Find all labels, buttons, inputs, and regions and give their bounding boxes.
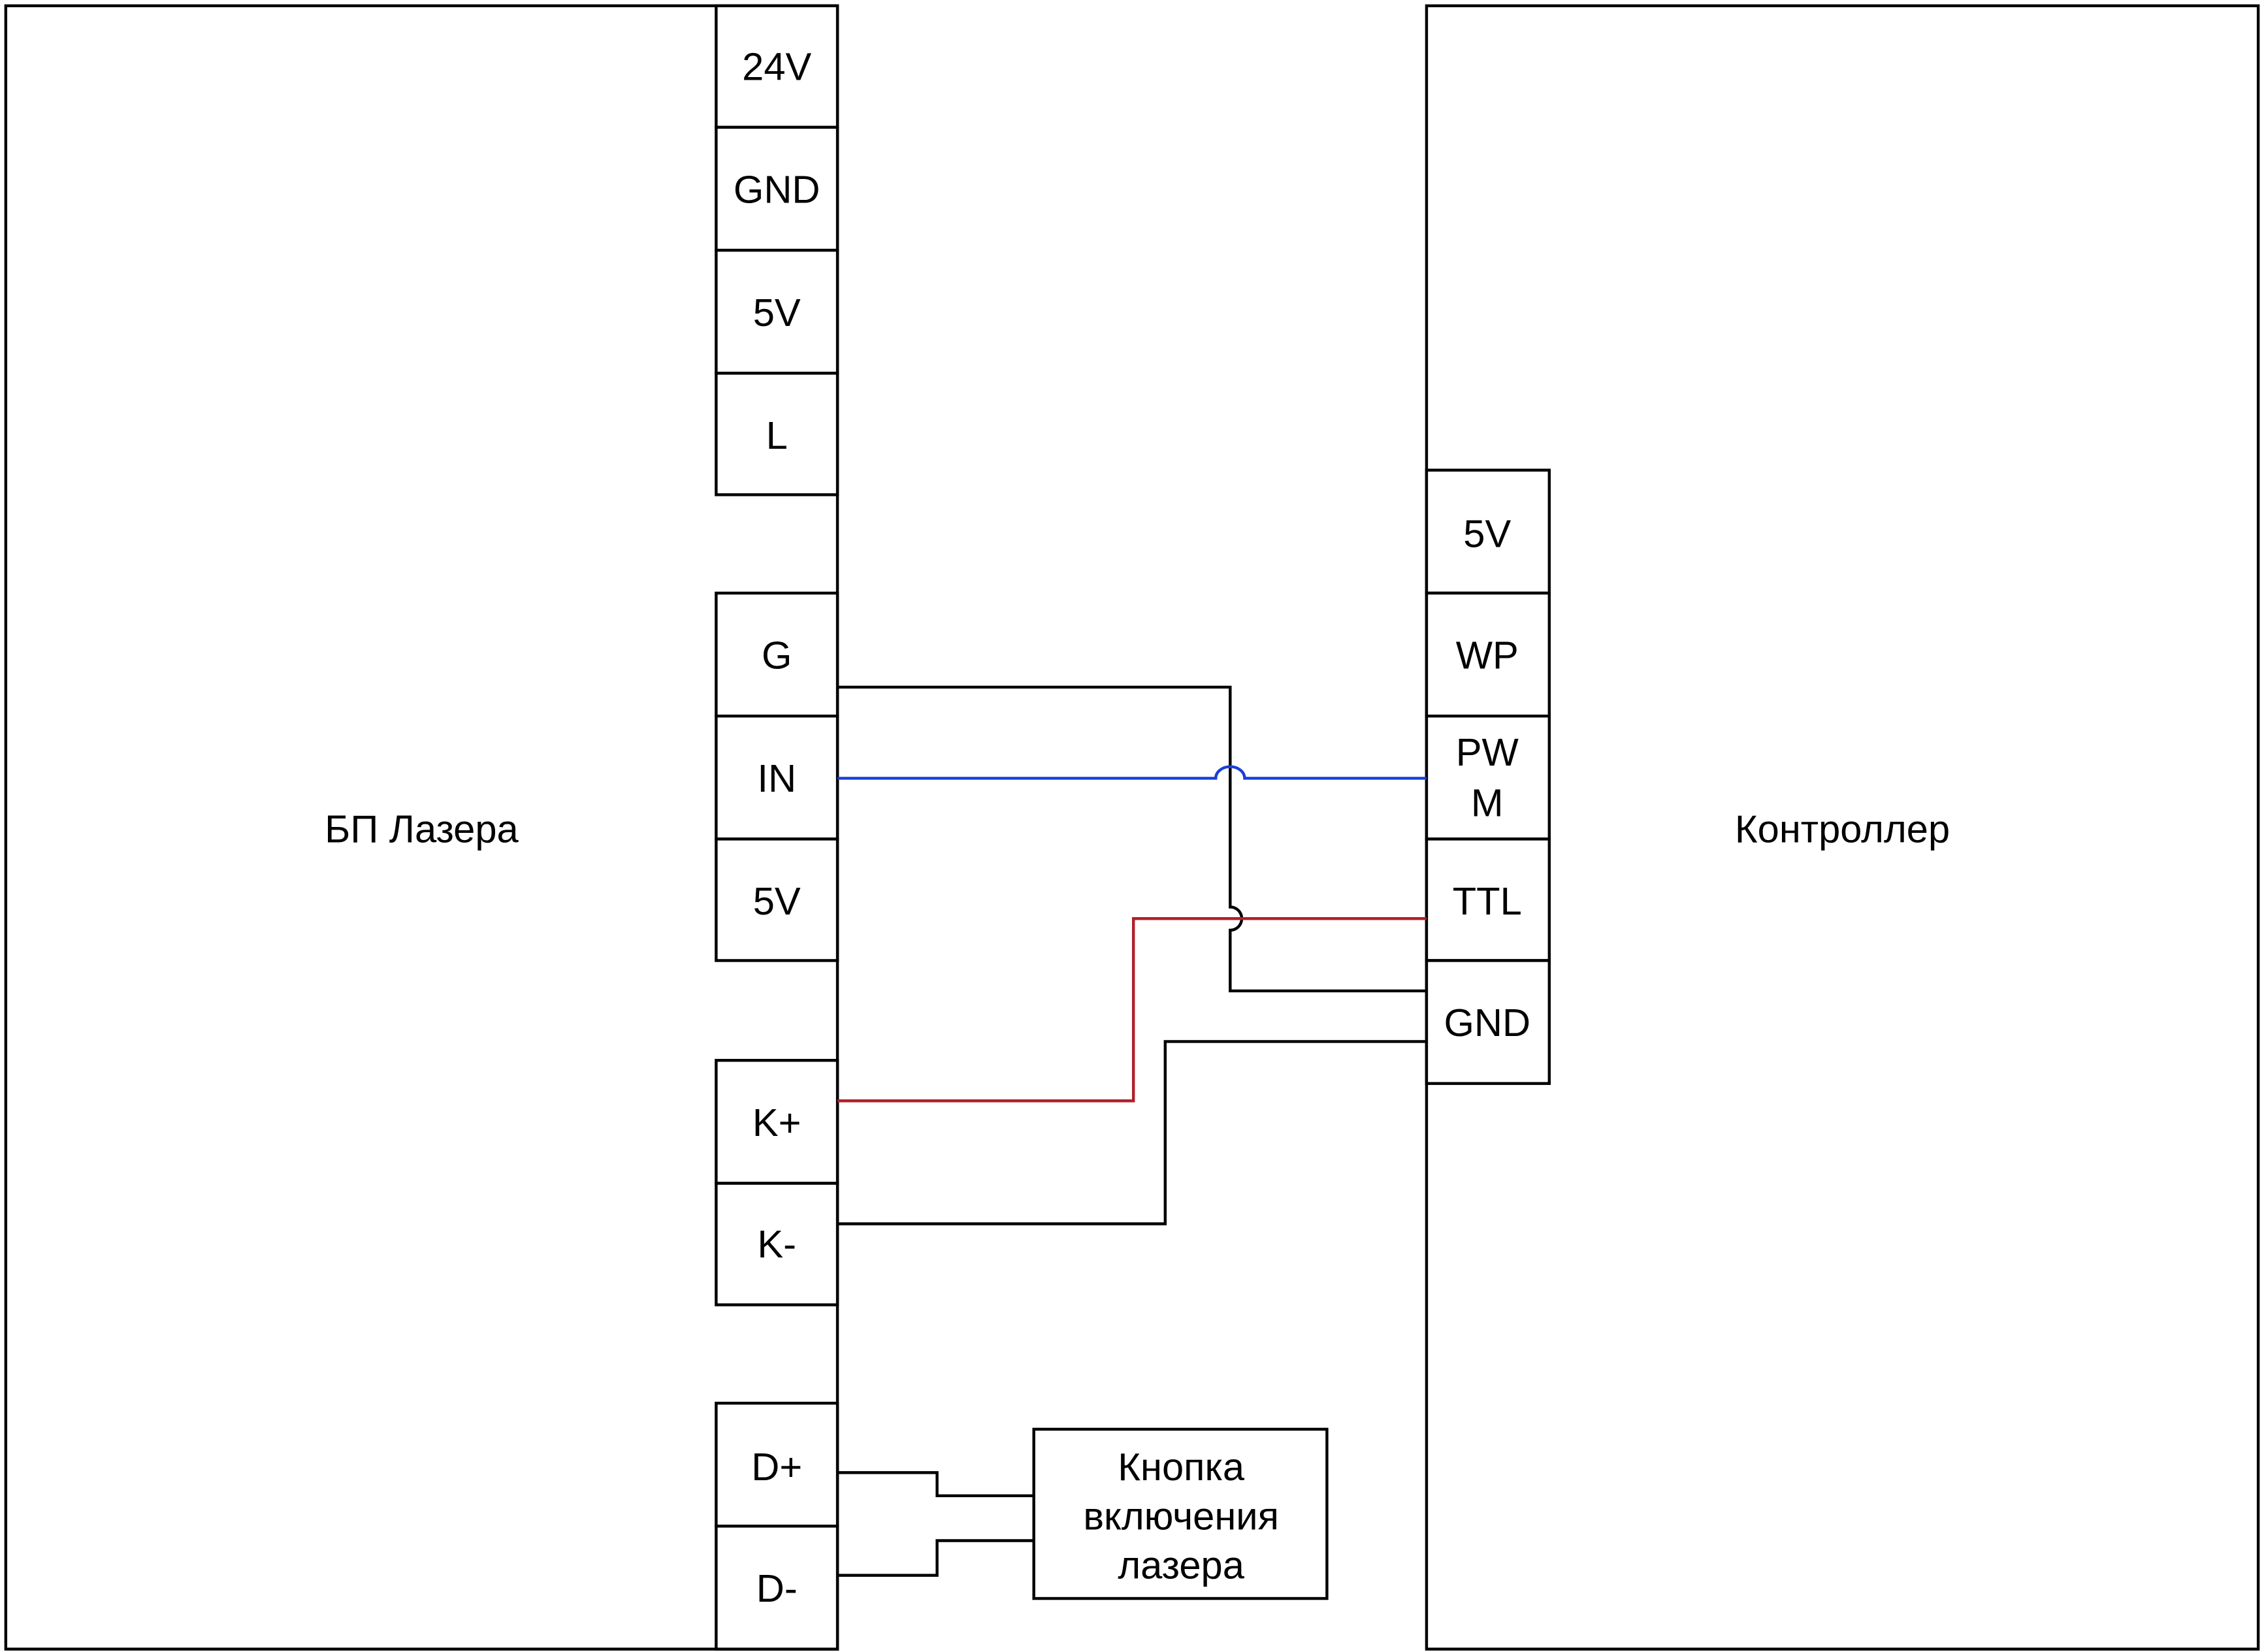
psu-terminal-5v-top: 5V xyxy=(715,248,839,375)
psu-terminal-d-minus: D- xyxy=(715,1525,839,1651)
psu-terminal-k-minus: K- xyxy=(715,1182,839,1306)
svg-text:TTL: TTL xyxy=(1453,879,1522,923)
laser-button-label-2: включения xyxy=(1083,1494,1279,1538)
controller-terminal-ttl: TTL xyxy=(1425,837,1551,962)
laser-button-label-1: Кнопка xyxy=(1118,1445,1245,1489)
laser-button-block: Кнопка включения лазера xyxy=(1032,1427,1329,1600)
psu-block: БП Лазера 24V GND 5V L G IN 5V xyxy=(4,4,839,1651)
psu-terminal-d-plus: D+ xyxy=(715,1401,839,1528)
psu-terminal-l: L xyxy=(715,372,839,496)
svg-text:5V: 5V xyxy=(1463,512,1511,556)
psu-terminal-gnd: GND xyxy=(715,125,839,252)
svg-text:D+: D+ xyxy=(751,1445,802,1489)
controller-body xyxy=(1425,4,2260,1651)
laser-button-body xyxy=(1032,1427,1329,1600)
wire-dplus-to-button xyxy=(837,1471,1034,1498)
wire-kminus-to-gnd xyxy=(837,1040,1427,1225)
controller-terminal-wp: WP xyxy=(1425,591,1551,718)
laser-button-label-3: лазера xyxy=(1118,1544,1244,1587)
svg-text:5V: 5V xyxy=(753,879,801,923)
svg-text:5V: 5V xyxy=(753,291,801,334)
svg-text:G: G xyxy=(762,634,792,677)
controller-block: Контроллер 5V WP PW M TTL GND xyxy=(1425,4,2260,1651)
svg-text:IN: IN xyxy=(757,756,796,800)
psu-terminal-g: G xyxy=(715,591,839,718)
wire-in-to-pwm xyxy=(837,765,1427,780)
psu-terminal-in: IN xyxy=(715,714,839,841)
svg-text:GND: GND xyxy=(734,168,820,212)
svg-text:K+: K+ xyxy=(752,1101,801,1144)
psu-title: БП Лазера xyxy=(325,807,519,850)
wire-kplus-to-ttl xyxy=(837,917,1427,1103)
svg-text:GND: GND xyxy=(1444,1001,1530,1045)
svg-text:L: L xyxy=(766,413,788,457)
controller-terminal-5v: 5V xyxy=(1425,468,1551,595)
controller-terminal-pwm: PW M xyxy=(1425,714,1551,841)
svg-text:PW: PW xyxy=(1456,730,1519,774)
svg-text:WP: WP xyxy=(1456,634,1519,677)
svg-text:24V: 24V xyxy=(742,44,811,88)
psu-terminal-k-plus: K+ xyxy=(715,1059,839,1185)
psu-body xyxy=(4,4,839,1651)
psu-terminal-5v: 5V xyxy=(715,837,839,962)
controller-title: Контроллер xyxy=(1735,807,1950,850)
svg-text:K-: K- xyxy=(757,1222,796,1266)
svg-text:M: M xyxy=(1471,781,1504,825)
svg-text:D-: D- xyxy=(756,1566,798,1610)
controller-terminal-gnd: GND xyxy=(1425,959,1551,1085)
psu-terminal-24v: 24V xyxy=(715,4,839,129)
wire-dminus-to-button xyxy=(837,1539,1034,1577)
